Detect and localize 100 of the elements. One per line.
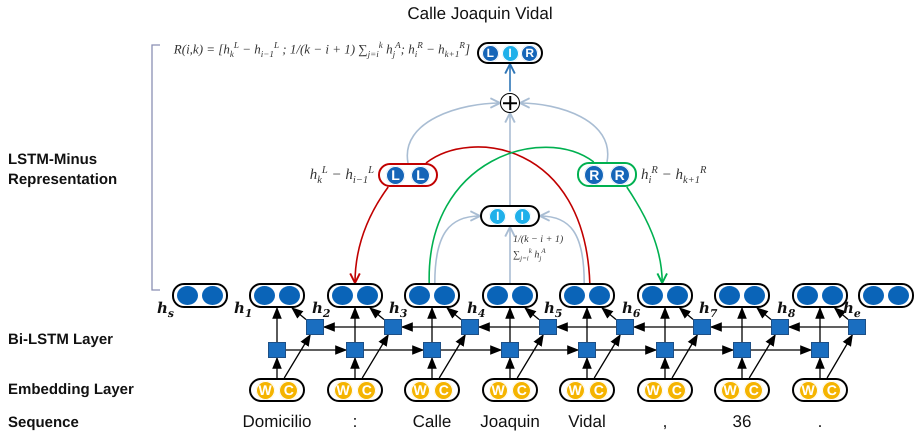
lstm-cell [693,319,711,335]
token-text: . [818,411,822,433]
unit-letter: W [566,380,585,400]
state-label: h$_{1}$ [234,299,252,320]
token-text: Joaquin [480,411,540,433]
lstm-cell [578,342,596,358]
unit-letter: W [720,380,740,400]
arrow [596,345,658,355]
arrow [272,306,282,342]
unit-capsule [577,162,637,187]
lstm-cell [306,319,324,335]
arrow [556,322,616,332]
token-text: : [352,411,358,433]
unit-letter: R [521,44,538,62]
state-label: h$_{8}$ [777,299,796,320]
unit-letter: C [279,380,298,400]
lstm-cell [811,342,829,358]
embedding-capsule [792,378,848,402]
embedding-capsule [559,378,615,402]
hidden-state-capsule [249,283,305,308]
arrow [539,210,585,284]
lstm-cell [423,342,441,358]
arrow [737,356,747,378]
state-label: h$_{s}$ [157,299,174,320]
arrow [582,356,592,378]
arrow [350,186,389,284]
formula: R(i,k) = [h$_{k}$$^{L}$ − h$_{i−1}$$^{L}$ ; 1/(k − i + 1) ∑$_{j=i}$$^{k}$ h$_{j}$$^{A}$; h$_{i}$$^{R}$ − h$_{k+1}$$^{R}$] [172,40,470,60]
unit-capsule [378,163,438,187]
state-label: h$_{3}$ [389,299,408,320]
layer-label: Embedding Layer [8,380,135,400]
lstm-cell [268,342,286,358]
unit-letter: I [489,208,506,224]
unit-letter: W [644,380,663,400]
unit-letter: R [610,164,630,184]
arrow [446,307,462,320]
unit-letter: C [822,380,842,400]
embedding-capsule [327,378,383,402]
arrow [582,306,592,342]
layer-label: Sequence [8,413,80,432]
arrow [438,334,466,378]
token-text: Calle [412,411,452,433]
hidden-state-capsule [404,283,460,308]
arrow [441,345,502,355]
unit-letter: C [589,380,608,400]
unit-letter: C [744,380,764,400]
embedding-capsule [404,378,460,402]
unit-letter: W [410,380,430,400]
unit-letter: I [502,44,518,62]
arrow [660,306,670,342]
state-label: h$_{4}$ [467,299,486,320]
lstm-cell [656,342,674,358]
arrow [660,356,670,378]
unit-letter: C [357,380,376,400]
arrow [364,345,424,355]
arrow [815,356,825,378]
arrow [815,306,825,342]
unit-capsule [480,205,540,227]
unit-letter: L [386,166,405,184]
hidden-state-capsule [858,283,914,308]
arrow [434,210,481,284]
lstm-cell [539,319,557,335]
unit-letter: C [512,380,532,400]
embedding-capsule [249,378,305,402]
state-label: h$_{6}$ [622,299,640,320]
lstm-cell [346,342,364,358]
arrow [826,334,853,378]
lstm-cell [461,319,479,335]
arrow [788,322,848,332]
state-label: h$_{5}$ [544,299,562,320]
unit-letter: L [482,44,499,62]
token-text: Domicilio [242,411,312,433]
embedding-capsule [637,378,693,402]
arrow [322,322,384,332]
unit-letter: L [411,166,430,184]
arrow [272,356,282,378]
token-text: Vidal [568,411,606,433]
arrow [350,356,360,378]
arrow [626,186,668,284]
arrow [400,322,461,332]
arrow [519,98,608,162]
arrow [350,306,360,342]
arrow [632,322,693,332]
arrow [834,307,848,320]
unit-capsule [477,42,543,64]
arrow [286,345,348,355]
state-label: h$_{7}$ [699,299,718,320]
unit-letter: W [488,380,508,400]
lstm-cell [501,342,519,358]
unit-letter: R [584,164,604,184]
hidden-state-capsule [327,283,383,308]
arrow [516,334,544,378]
sum-operator [500,93,520,113]
arrow [748,334,776,378]
arrow [362,334,389,378]
lstm-cell [616,319,634,335]
arrow [504,112,516,205]
state-label: h$_{e}$ [843,299,861,320]
arrow [674,345,734,355]
token-text: 36 [732,411,752,433]
unit-letter: C [434,380,454,400]
